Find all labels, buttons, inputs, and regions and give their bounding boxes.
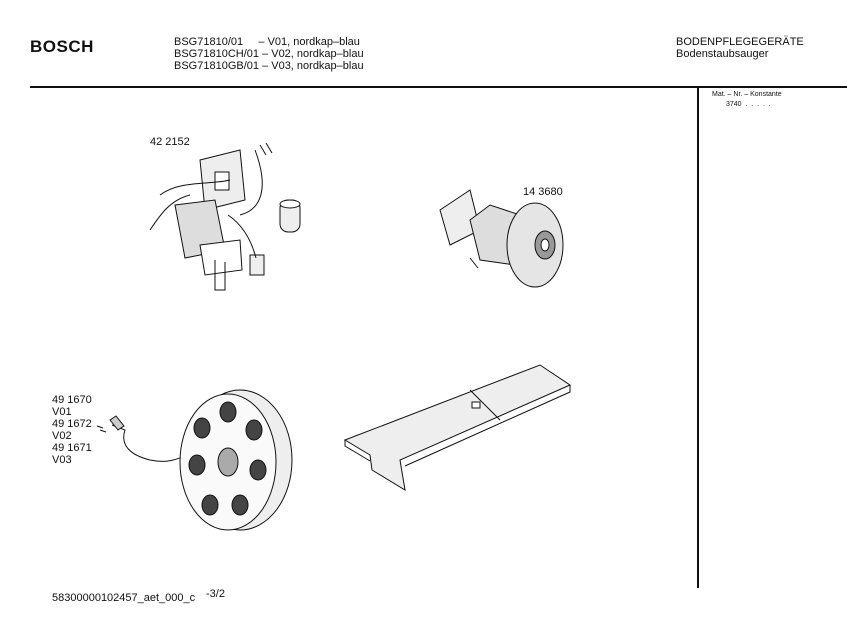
electronics-drawing (149, 142, 301, 291)
model-line-3: BSG71810GB/01 – V03, nordkap–blau (174, 60, 364, 72)
page-number: -3/2 (206, 588, 225, 600)
base-plate-drawing (343, 364, 572, 491)
motor-drawing (439, 189, 564, 288)
header-divider (30, 86, 847, 88)
variant-2: V02 (52, 430, 72, 442)
side-divider (697, 88, 699, 588)
part-number-motor: 14 3680 (523, 186, 563, 198)
category-title: BODENPFLEGEGERÄTE (676, 36, 804, 48)
part-number-reel-3: 49 1671 (52, 442, 92, 454)
mat-nr-label: Mat. – Nr. – Konstante (712, 91, 782, 98)
part-number-electronics: 42 2152 (150, 136, 190, 148)
subcategory-title: Bodenstaubsauger (676, 48, 769, 60)
variant-1: V01 (52, 406, 72, 418)
document-id: 58300000102457_aet_000_c (52, 592, 196, 604)
part-number-reel-1: 49 1670 (52, 394, 92, 406)
part-number-reel-2: 49 1672 (52, 418, 92, 430)
variant-3: V03 (52, 454, 72, 466)
cord-reel-drawing (96, 389, 293, 531)
mat-nr-value: 3740 . . . . . (726, 101, 771, 108)
model-line-2: BSG71810CH/01 – V02, nordkap–blau (174, 48, 364, 60)
model-line-1: BSG71810/01 – V01, nordkap–blau (174, 36, 360, 48)
bosch-logo: BOSCH (30, 37, 94, 56)
